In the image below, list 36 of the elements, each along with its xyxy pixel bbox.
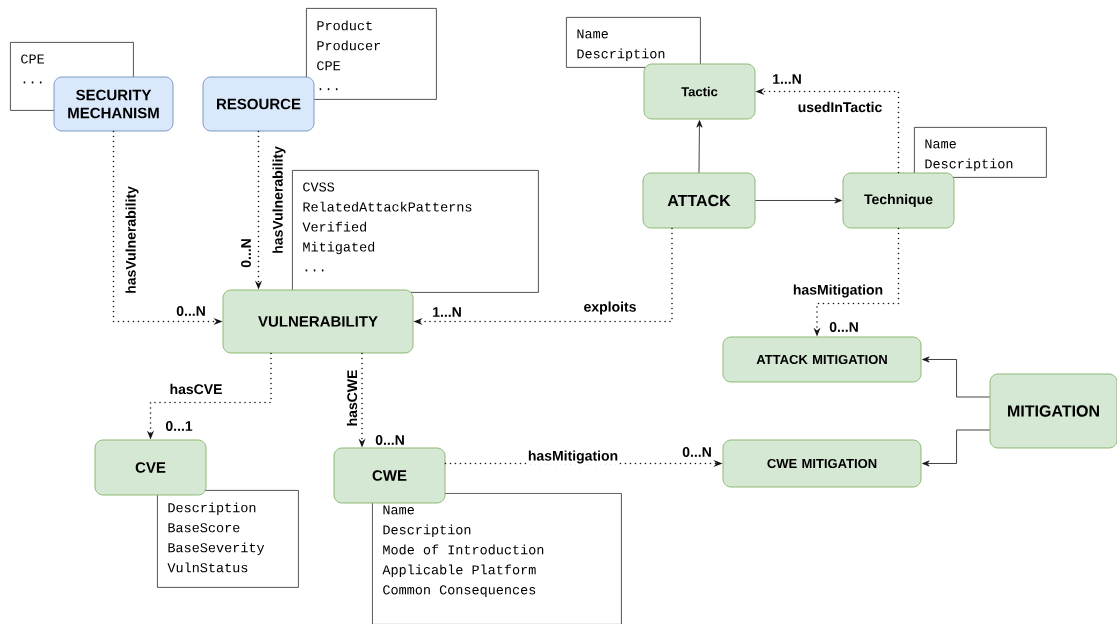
attribute-box: Name Description <box>914 127 1047 178</box>
edge-label: hasCVE <box>168 382 224 396</box>
attribute-box: Name Description <box>566 17 701 68</box>
class-box: VULNERABILITY <box>222 289 414 354</box>
arrow <box>755 197 842 204</box>
multiplicity-label: 1...N <box>773 74 801 84</box>
class-box: CWE <box>333 447 446 504</box>
class-box: MITIGATION <box>989 373 1117 449</box>
edge-label: usedInTactic <box>796 100 884 114</box>
multiplicity-label: 1...N <box>433 307 461 317</box>
arrow <box>696 120 703 173</box>
edge-label: hasCWE <box>345 368 359 428</box>
attribute-box: Name Description Mode of Introduction Applicable Platform Common Consequences <box>372 493 622 624</box>
edge-label: hasMitigation <box>526 449 620 465</box>
class-box: ATTACK MITIGATION <box>722 336 922 383</box>
class-box: Technique <box>842 172 955 229</box>
multiplicity-label: 0...N <box>241 239 251 268</box>
class-box: Tactic <box>643 63 756 120</box>
class-box: ATTACK <box>642 172 756 229</box>
multiplicity-label: 0...N <box>682 447 711 457</box>
class-box: CWE MITIGATION <box>722 439 922 488</box>
multiplicity-label: 0...N <box>829 322 858 332</box>
edge-label: exploits <box>582 300 638 316</box>
multiplicity-label: 0...N <box>176 306 205 316</box>
class-box: SECURITY MECHANISM <box>53 76 174 132</box>
attribute-box: Product Producer CPE ... <box>306 8 437 100</box>
arrow <box>922 356 990 398</box>
edge-label: hasVulnerability <box>124 185 140 295</box>
attribute-box: Description BaseScore BaseSeverity VulnStatus <box>157 490 299 588</box>
arrow <box>922 429 990 467</box>
class-box: CVE <box>94 439 207 496</box>
attribute-box: CVSS RelatedAttackPatterns Verified Mitigated ... <box>292 170 539 293</box>
class-box: RESOURCE <box>202 76 315 132</box>
edge-label: hasVulnerability <box>271 145 287 255</box>
edge-label: hasMitigation <box>791 283 885 299</box>
multiplicity-label: 0...N <box>375 435 404 445</box>
